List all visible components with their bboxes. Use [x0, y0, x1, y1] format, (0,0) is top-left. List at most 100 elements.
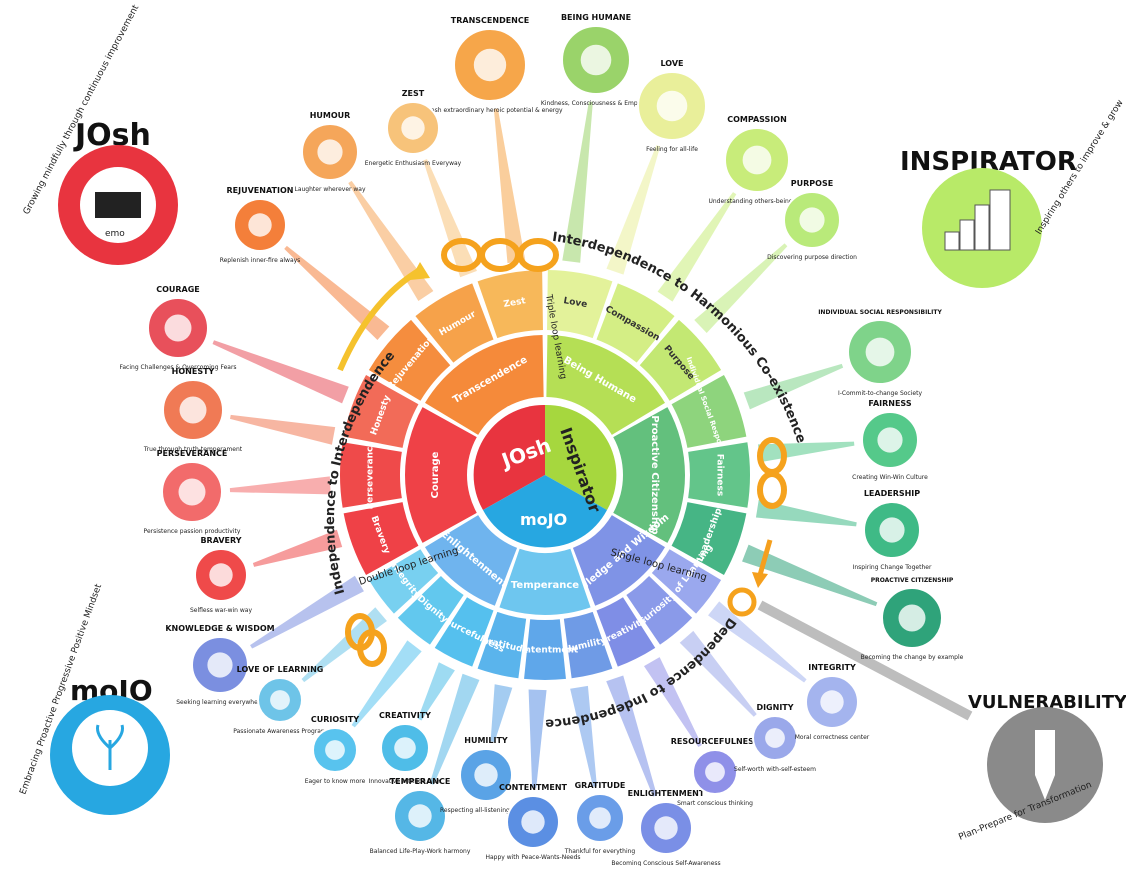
badge-love-of-learning-title: LOVE OF LEARNING — [237, 665, 324, 674]
center-josh-sector — [473, 404, 545, 510]
badge-curiosity-caption: Eager to know more — [305, 778, 366, 785]
badge-zest-title: ZEST — [402, 89, 425, 98]
outer-sector-gratitude — [477, 611, 527, 679]
inner-label-proactive-citizenship: Proactive Citizenship — [649, 415, 660, 534]
badge-individual-social-responsibility-title: INDIVIDUAL SOCIAL RESPONSIBILITY — [818, 309, 942, 316]
badge-contentment-title: CONTENTMENT — [499, 783, 568, 792]
outer-sector-rejuvenation — [368, 319, 451, 401]
ray-love-of-learning — [301, 607, 387, 683]
center-mojo-sector — [483, 475, 607, 548]
leadership-icon — [879, 517, 905, 543]
outer-label-love: Love — [563, 296, 588, 310]
corner-mojo: moJO Embracing Proactive Progressive Pos… — [18, 582, 170, 815]
infinity-loop-left — [345, 613, 387, 667]
plant-sprout-icon — [96, 724, 124, 770]
corner-josh-badge: emo — [105, 229, 125, 239]
badge-dignity-title: DIGNITY — [756, 703, 793, 712]
transcendence-icon — [473, 48, 507, 82]
ray-temperance — [429, 673, 480, 785]
badge-humour-title: HUMOUR — [310, 111, 351, 120]
ray-courage — [212, 340, 349, 404]
ray-creativity — [417, 662, 455, 721]
ray-humour — [348, 180, 434, 302]
ray-honesty — [230, 414, 336, 445]
outer-sector-honesty — [343, 374, 419, 448]
badge-being-humane-caption: Kindness, Consciousness & Empathy — [541, 100, 652, 107]
outer-sector-leadership — [671, 502, 747, 576]
badge-integrity-caption: Moral correctness center — [795, 734, 870, 741]
badge-gratitude-caption: Thankful for everything — [564, 848, 636, 855]
arrow-down-right — [757, 539, 773, 576]
arrow-up-left — [337, 267, 422, 372]
ray-knowledge-wisdom — [250, 575, 364, 649]
being-humane-icon — [580, 44, 612, 76]
ray-purpose — [694, 243, 788, 334]
badge-temperance-caption: Balanced Life-Play-Work harmony — [370, 848, 471, 855]
outer-sector-individual-social-responsibility — [671, 374, 747, 448]
badge-individual-social-responsibility-caption: I-Commit-to-change Society — [838, 390, 922, 397]
badge-humility-title: HUMILITY — [464, 736, 508, 745]
gratitude-icon — [589, 807, 611, 829]
ray-curiosity — [351, 640, 422, 728]
purpose-icon — [799, 207, 825, 233]
ray-enlightenment — [606, 675, 657, 797]
badge-gratitude-title: GRATITUDE — [575, 781, 626, 790]
inner-sector-temperance — [499, 548, 591, 616]
knowledge-wisdom-icon — [207, 652, 233, 678]
ray-resourcefulness — [643, 657, 702, 747]
badge-enlightenment-caption: Becoming Conscious Self-Awareness — [611, 860, 720, 866]
temperance-icon — [408, 804, 432, 828]
ray-zest — [423, 159, 477, 278]
ray-fairness — [757, 441, 855, 463]
humility-icon — [474, 763, 498, 787]
ray-dignity — [679, 630, 757, 717]
creativity-icon — [394, 737, 416, 759]
outer-sector-curiosity — [626, 575, 693, 645]
fist-pen-icon — [1035, 730, 1055, 800]
badge-temperance-title: TEMPERANCE — [390, 777, 451, 786]
corner-inspirator: INSPIRATOR Inspiring others to improve &… — [900, 98, 1126, 288]
badge-bravery-title: BRAVERY — [200, 536, 241, 545]
badge-purpose-title: PURPOSE — [791, 179, 833, 188]
badge-contentment-caption: Happy with Peace-Wants-Needs — [485, 854, 580, 861]
badge-zest-caption: Energetic Enthusiasm Everyway — [365, 160, 462, 167]
badge-perseverance-title: PERSEVERANCE — [157, 449, 228, 458]
outer-sector-humility — [563, 611, 613, 679]
outer-label-perseverance: Perseverance — [366, 441, 376, 510]
badge-courage-caption: Facing Challenges & Overcoming Fears — [119, 364, 236, 371]
enlightenment-icon — [654, 816, 678, 840]
badge-fairness-caption: Creating Win-Win Culture — [852, 474, 928, 481]
outer-label-fairness: Fairness — [715, 454, 725, 496]
outer-sector-creativity — [596, 597, 656, 667]
stairs-icon — [944, 189, 1011, 251]
love-of-learning-icon — [270, 690, 290, 710]
outer-label-contentment: Contentment — [512, 646, 579, 656]
badge-honesty-caption: True through truth-temperament — [143, 446, 243, 453]
ray-individual-social-responsibility — [743, 363, 844, 410]
outer-sector-love — [547, 270, 613, 339]
resourcefulness-icon — [705, 762, 725, 782]
badge-love-title: LOVE — [660, 59, 683, 68]
badge-dignity-caption: Self-worth with-self-esteem — [734, 766, 816, 773]
badge-courage-title: COURAGE — [156, 285, 200, 294]
love-icon — [656, 90, 688, 122]
fairness-icon — [877, 427, 903, 453]
ray-integrity — [708, 601, 807, 683]
outer-sector-integrity — [368, 549, 439, 614]
outer-sector-purpose — [639, 319, 722, 401]
arrowhead-up-left — [410, 262, 430, 280]
badge-rejuvenation-caption: Replenish inner-fire always — [220, 257, 301, 264]
outer-sector-compassion — [596, 283, 675, 363]
infinity-loop-right — [757, 437, 787, 509]
corner-vulnerability: VULNERABILITY Plan-Prepare for Transform… — [957, 692, 1126, 843]
badge-leadership-title: LEADERSHIP — [864, 489, 920, 498]
rejuvenation-icon — [248, 213, 272, 237]
badge-knowledge-wisdom-title: KNOWLEDGE & WISDOM — [165, 624, 274, 633]
badge-leadership-caption: Inspiring Change Together — [853, 564, 932, 571]
badge-compassion-title: COMPASSION — [727, 115, 787, 124]
badge-love-caption: Feeling for all-life — [646, 146, 698, 153]
compassion-icon — [742, 145, 772, 175]
inner-label-courage: Courage — [430, 451, 441, 498]
